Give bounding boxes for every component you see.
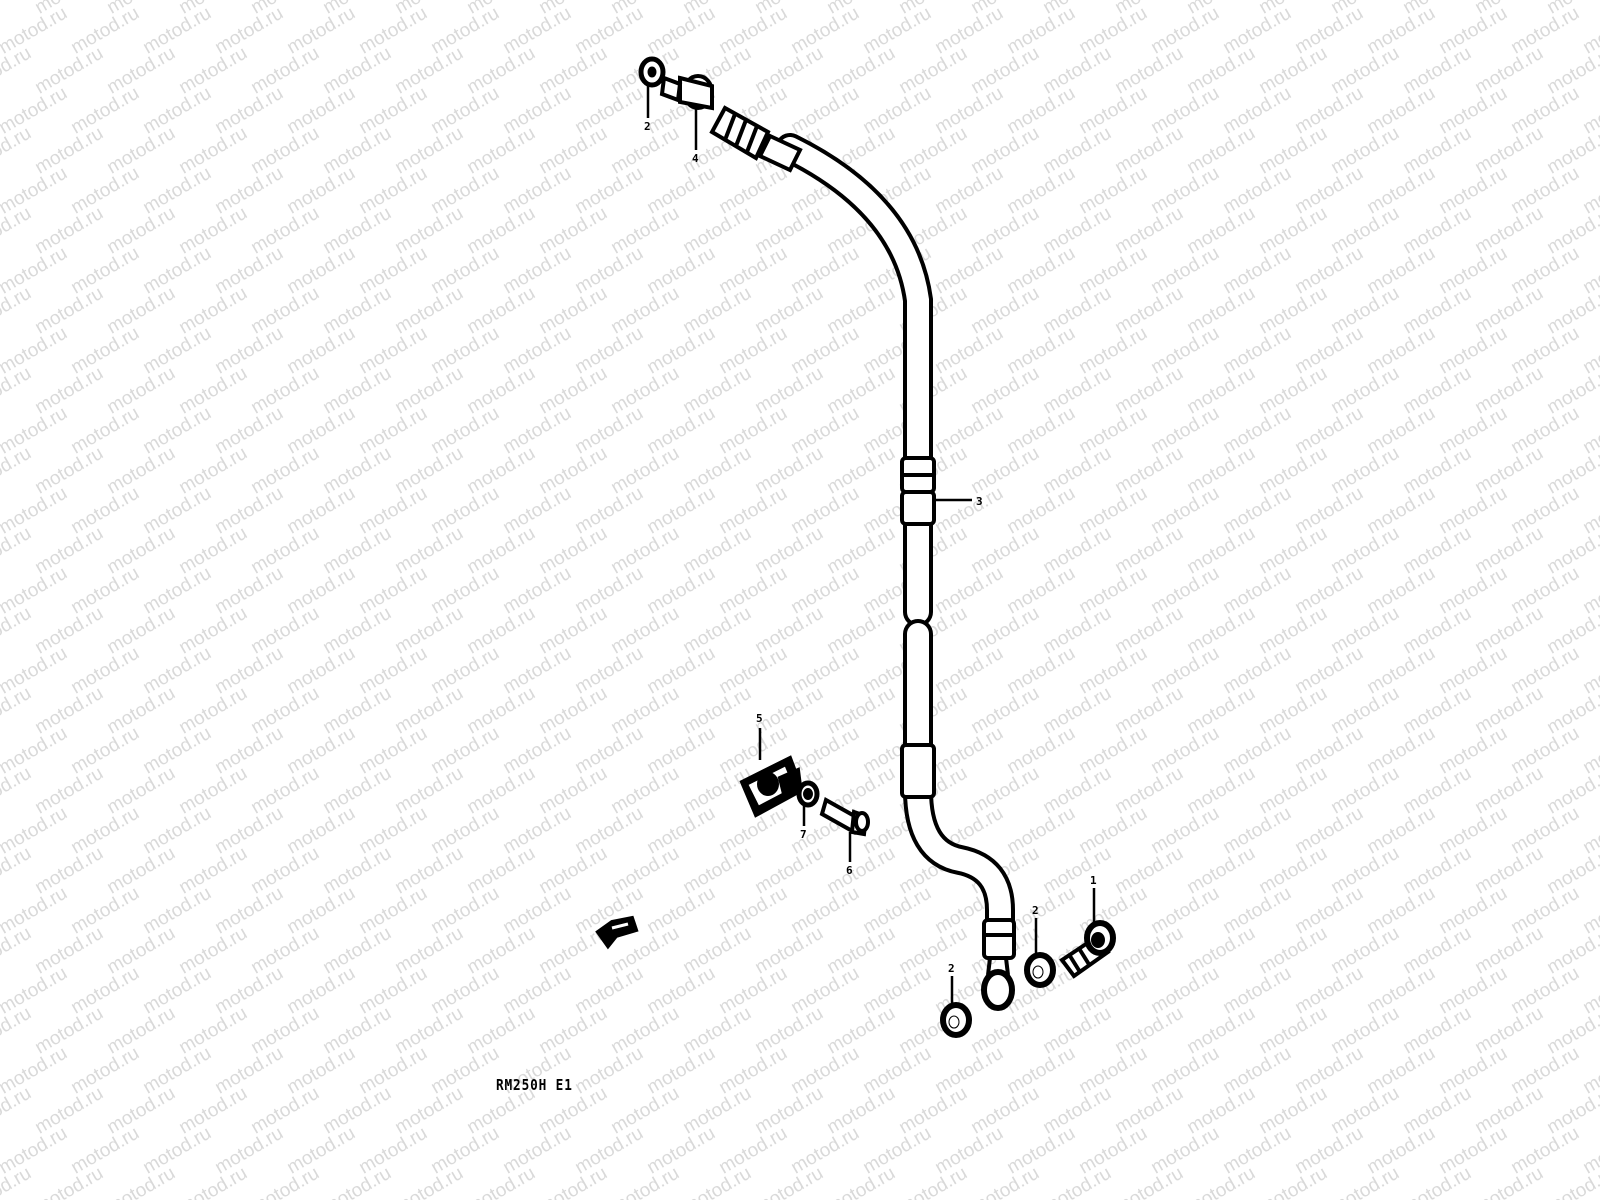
- hose-sleeves: [757, 133, 936, 799]
- callout-hose: 3: [976, 495, 983, 508]
- callout-washer-small: 7: [800, 828, 807, 841]
- front-direction-arrow: [595, 915, 639, 950]
- callouts: 3 2 4 5 7 6 1 2 2: [644, 120, 1097, 975]
- upper-end-fitting: [709, 105, 771, 161]
- leader-lines: [646, 86, 1096, 1004]
- callout-union-bolt: 1: [1090, 874, 1097, 887]
- brake-hose: [775, 133, 1015, 945]
- callout-clamp: 5: [756, 712, 763, 725]
- lower-banjo-fitting: [981, 918, 1016, 1011]
- clamp-bolt: [819, 797, 870, 837]
- callout-lower-washer-left: 2: [948, 962, 955, 975]
- callout-upper-washer: 2: [644, 120, 651, 133]
- callout-upper-bolt: 4: [692, 152, 699, 165]
- upper-washer: [638, 56, 683, 103]
- callout-lower-washer-right: 2: [1032, 904, 1039, 917]
- lower-washer-left: [940, 1002, 972, 1038]
- upper-bolt: [678, 74, 714, 111]
- hose-clamp: [739, 755, 805, 818]
- lower-washer-right: [1024, 952, 1056, 988]
- union-bolt: [1059, 920, 1116, 979]
- callout-clamp-bolt: 6: [846, 864, 853, 877]
- model-code: RM250H E1: [496, 1076, 573, 1094]
- small-washer: [796, 780, 820, 808]
